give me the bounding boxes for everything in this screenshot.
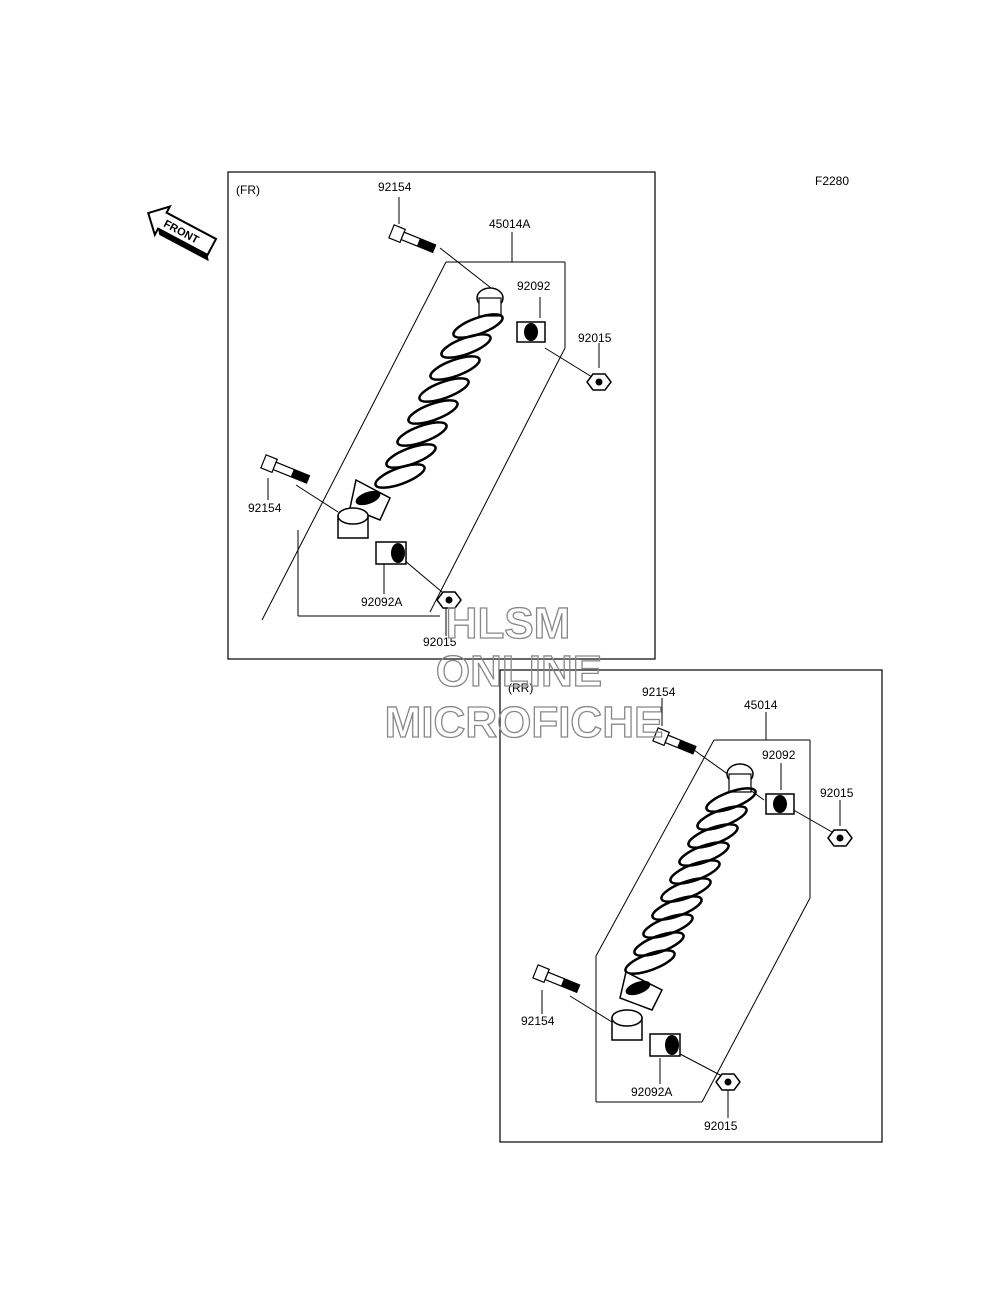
front-top-bolt-icon — [388, 224, 437, 254]
front-panel-frame — [227, 171, 656, 660]
rear-collar-top-label: 92092 — [762, 748, 796, 762]
rear-section-label: (RR) — [508, 681, 533, 695]
front-bottom-eye — [337, 507, 369, 539]
front-arrow-icon: FRONT — [146, 204, 218, 262]
rear-nut-bottom-label: 92015 — [704, 1119, 738, 1133]
rear-bottom-bolt-icon — [532, 964, 581, 994]
front-top-eye — [476, 287, 504, 317]
rear-bolt-bottom-label: 92154 — [521, 1014, 555, 1028]
rear-top-nut-icon — [827, 829, 853, 847]
rear-bottom-eye — [611, 1009, 643, 1041]
rear-top-collar-icon — [765, 793, 795, 815]
front-nut-bottom-label: 92015 — [423, 635, 457, 649]
front-nut-top-label: 92015 — [578, 331, 612, 345]
watermark-line-2: ONLINE — [436, 647, 602, 696]
front-bottom-bolt-icon — [260, 454, 311, 484]
rear-spring — [624, 787, 757, 975]
front-bolt-bottom-label: 92154 — [248, 501, 282, 515]
front-panel: (FR) — [227, 171, 656, 660]
front-top-nut-icon — [586, 373, 612, 391]
watermark: HLSM ONLINE MICROFICHE — [384, 598, 664, 747]
rear-assembly-label: 45014 — [744, 698, 778, 712]
rear-bottom-nut-icon — [715, 1073, 741, 1091]
rear-nut-top-label: 92015 — [820, 786, 854, 800]
watermark-line-3: MICROFICHE — [385, 698, 664, 747]
watermark-line-1: HLSM — [446, 599, 571, 648]
front-spring — [374, 313, 504, 489]
front-assembly-label: 45014A — [489, 217, 530, 231]
rear-damper-body — [619, 970, 664, 1011]
front-bottom-collar-icon — [375, 541, 407, 565]
front-collar-bottom-label: 92092A — [361, 595, 402, 609]
rear-panel: (RR) — [499, 669, 883, 1143]
rear-top-bolt-icon — [652, 727, 697, 755]
front-section-label: (FR) — [236, 183, 260, 197]
front-collar-top-label: 92092 — [517, 279, 551, 293]
front-top-collar-icon — [516, 321, 546, 343]
rear-bolt-top-label: 92154 — [642, 685, 676, 699]
rear-collar-bottom-label: 92092A — [631, 1085, 672, 1099]
front-bottom-nut-icon — [436, 591, 462, 609]
front-bolt-top-label: 92154 — [378, 180, 412, 194]
figure-code: F2280 — [815, 174, 849, 188]
rear-bottom-collar-icon — [649, 1033, 681, 1057]
rear-panel-frame — [499, 669, 883, 1143]
